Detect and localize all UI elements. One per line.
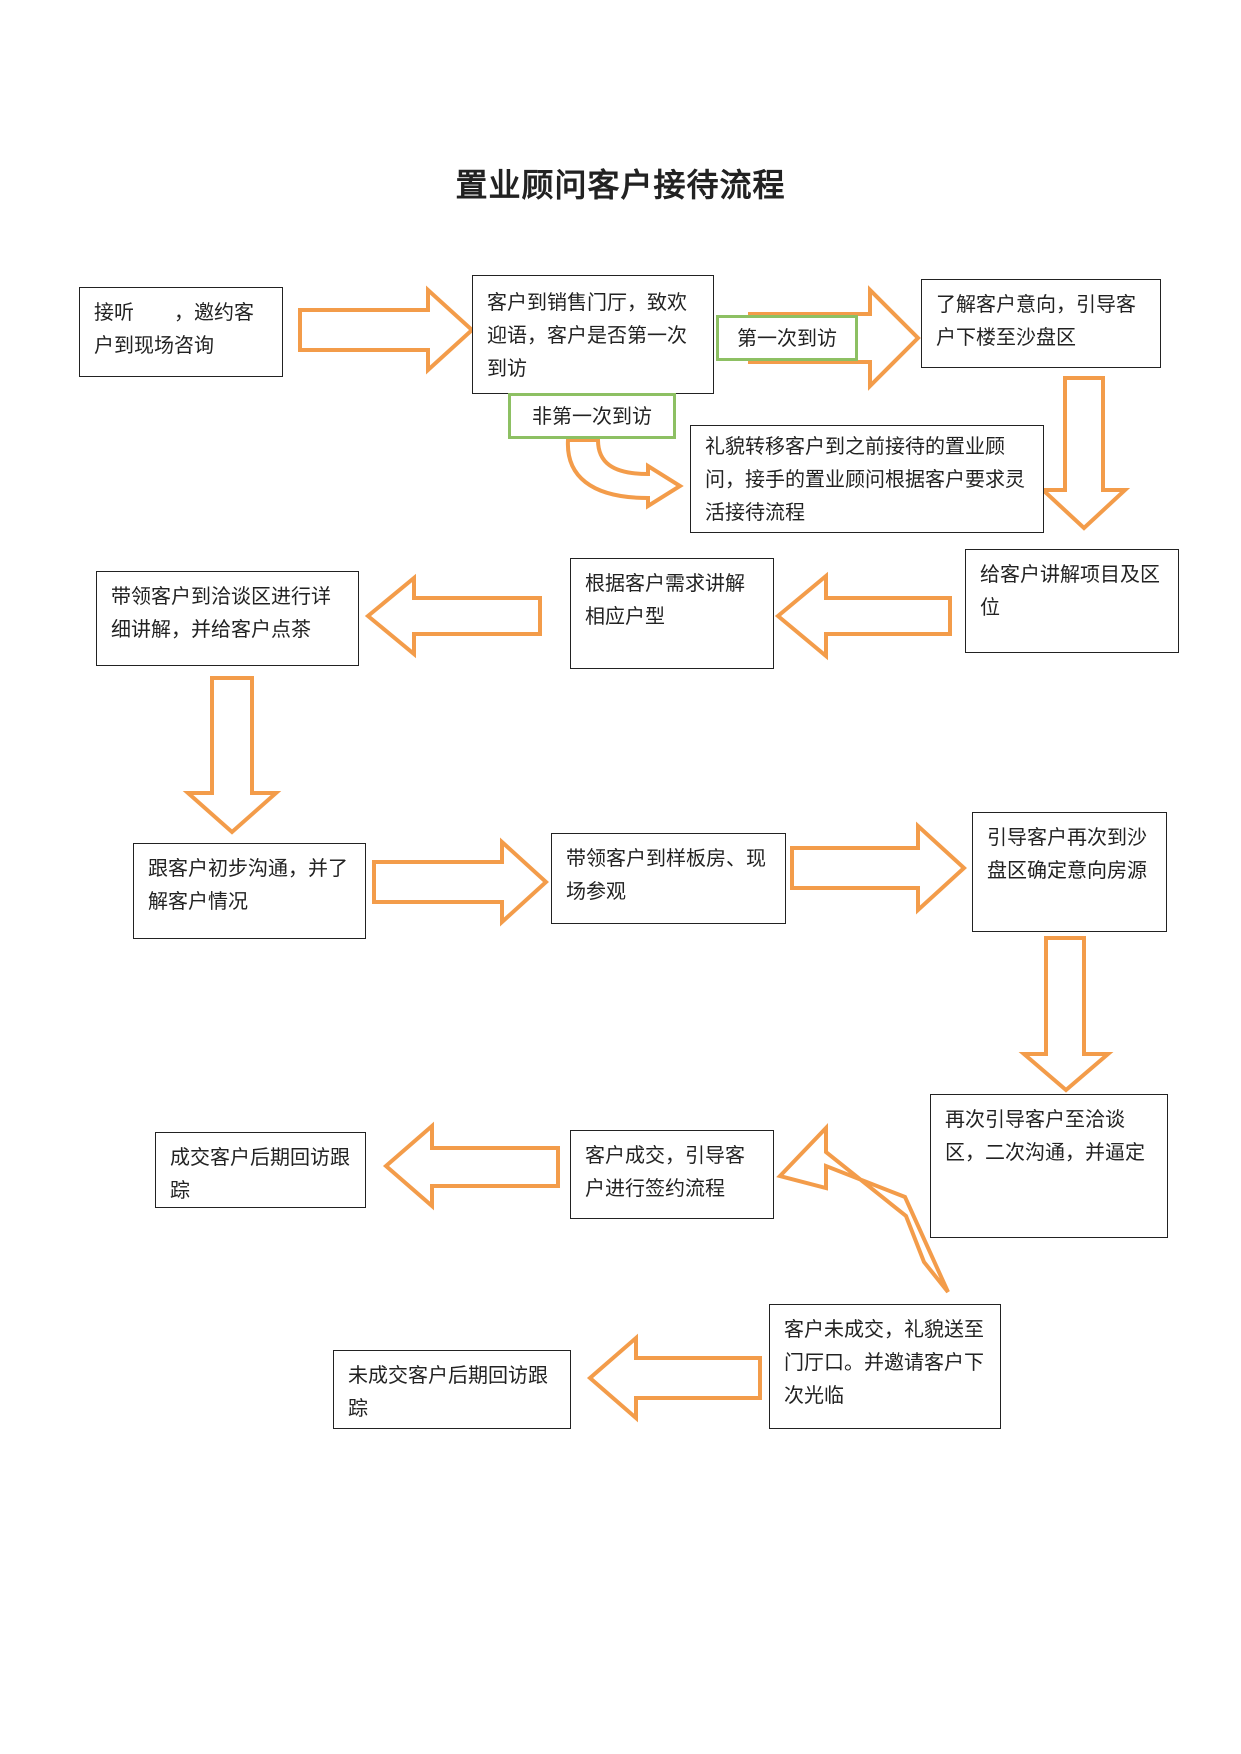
label-not-first-visit: 非第一次到访 [508,393,676,439]
step-arrival-text: 客户到销售门厅，致欢迎语，客户是否第一次到访 [487,290,687,380]
step-no-deal-text: 客户未成交，礼貌送至门厅口。并邀请客户下次光临 [784,1317,984,1407]
step-explain-project-text: 给客户讲解项目及区位 [980,562,1160,619]
step-understand-intent: 了解客户意向，引导客户下楼至沙盘区 [921,279,1161,368]
label-first-visit: 第一次到访 [716,315,858,361]
arrow-right-3 [790,821,967,915]
label-not-first-visit-text: 非第一次到访 [532,404,652,428]
step-transfer-text: 礼貌转移客户到之前接待的置业顾问，接手的置业顾问根据客户要求灵活接待流程 [705,434,1025,524]
label-first-visit-text: 第一次到访 [737,326,837,350]
step-no-deal: 客户未成交，礼貌送至门厅口。并邀请客户下次光临 [769,1304,1001,1429]
step-show-model-text: 带领客户到样板房、现场参观 [566,846,766,903]
step-negotiation-area: 带领客户到洽谈区进行详细讲解，并给客户点茶 [96,571,359,666]
step-confirm-unit-text: 引导客户再次到沙盘区确定意向房源 [987,825,1147,882]
step-show-model: 带领客户到样板房、现场参观 [551,833,786,924]
step-deal-done: 客户成交，引导客户进行签约流程 [570,1130,774,1219]
step-confirm-unit: 引导客户再次到沙盘区确定意向房源 [972,812,1167,932]
step-understand-intent-text: 了解客户意向，引导客户下楼至沙盘区 [936,292,1136,349]
arrow-down-2 [182,676,282,835]
step-deal-followup: 成交客户后期回访跟踪 [155,1132,366,1208]
step-second-talk: 再次引导客户至洽谈区，二次沟通，并逼定 [930,1094,1168,1238]
arrow-bent-deal [776,1123,950,1294]
step-second-talk-text: 再次引导客户至洽谈区，二次沟通，并逼定 [945,1107,1145,1164]
step-explain-project: 给客户讲解项目及区位 [965,549,1179,653]
step-transfer: 礼貌转移客户到之前接待的置业顾问，接手的置业顾问根据客户要求灵活接待流程 [690,425,1044,533]
arrow-left-3 [382,1121,560,1211]
step-initial-talk: 跟客户初步沟通，并了解客户情况 [133,843,366,939]
arrow-left-1 [774,571,952,661]
page-title: 置业顾问客户接待流程 [455,166,786,204]
step-explain-units: 根据客户需求讲解相应户型 [570,558,774,669]
step-arrival: 客户到销售门厅，致欢迎语，客户是否第一次到访 [472,275,714,394]
step-deal-done-text: 客户成交，引导客户进行签约流程 [585,1143,745,1200]
step-negotiation-area-text: 带领客户到洽谈区进行详细讲解，并给客户点茶 [111,584,331,641]
arrow-right-1 [298,285,475,375]
arrow-down-3 [1018,936,1114,1093]
arrow-right-2 [372,837,549,927]
step-deal-followup-text: 成交客户后期回访跟踪 [170,1145,350,1202]
arrow-down-1 [1037,376,1131,531]
step-answer-call-text: 接听 ，邀约客户到现场咨询 [94,300,254,357]
arrow-left-4 [586,1333,762,1423]
step-no-deal-followup: 未成交客户后期回访跟踪 [333,1350,571,1429]
step-explain-units-text: 根据客户需求讲解相应户型 [585,571,745,628]
step-answer-call: 接听 ，邀约客户到现场咨询 [79,287,283,377]
step-initial-talk-text: 跟客户初步沟通，并了解客户情况 [148,856,348,913]
arrow-left-2 [364,573,542,659]
step-no-deal-followup-text: 未成交客户后期回访跟踪 [348,1363,548,1420]
arrow-curve-not-first [565,438,684,510]
